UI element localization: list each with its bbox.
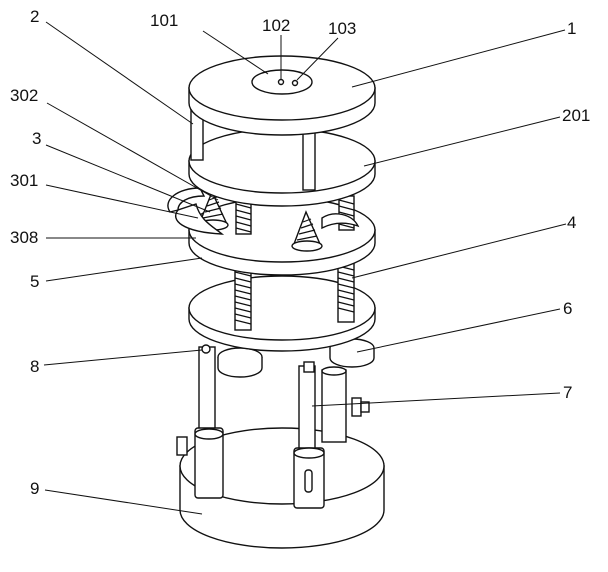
label-308: 308 [10, 228, 38, 247]
label-302: 302 [10, 86, 38, 105]
upper-spring-left [235, 199, 252, 235]
label-301: 301 [10, 171, 38, 190]
left-front-rod [176, 344, 224, 499]
right-back-sleeve [321, 366, 370, 443]
cone-screw-right [291, 210, 323, 252]
label-9: 9 [30, 479, 39, 498]
upper-plate-201 [188, 128, 376, 207]
label-3: 3 [32, 129, 41, 148]
label-8: 8 [30, 357, 39, 376]
label-1: 1 [567, 19, 576, 38]
top-cap [188, 55, 376, 136]
leader-lines [43, 21, 567, 515]
label-201: 201 [562, 106, 590, 125]
side-shell-right [321, 213, 360, 230]
label-5: 5 [30, 272, 39, 291]
label-2: 2 [30, 7, 39, 26]
label-102: 102 [262, 16, 290, 35]
label-7: 7 [563, 383, 572, 402]
label-103: 103 [328, 19, 356, 38]
label-6: 6 [563, 299, 572, 318]
lower-spring-left [234, 267, 252, 331]
label-4: 4 [567, 213, 576, 232]
side-shell-301 [167, 187, 225, 235]
base-cylinder [179, 427, 385, 549]
reference-numerals: 101 102 103 1 2 201 302 3 301 308 4 5 6 … [10, 7, 590, 498]
label-101: 101 [150, 11, 178, 30]
right-front-rod [293, 361, 325, 509]
lower-spring-right [337, 261, 355, 323]
